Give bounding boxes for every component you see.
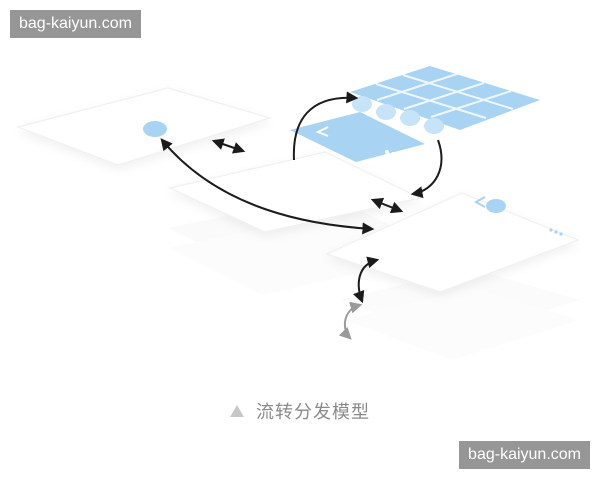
arrow-grey-loop xyxy=(338,301,363,340)
arrow-long-curve xyxy=(160,138,375,235)
caption-text: 流转分发模型 xyxy=(256,402,370,423)
node-dot-left xyxy=(143,121,167,137)
node-dot-right xyxy=(486,199,506,213)
toolbar-card xyxy=(290,112,425,162)
watermark-top: bag-kaiyun.com xyxy=(10,10,141,38)
back-chevron-icon xyxy=(473,196,486,208)
card-right xyxy=(325,192,580,293)
caption: 流转分发模型 xyxy=(0,398,600,424)
arrow-right-down xyxy=(353,256,380,304)
arrow-grid-to-center xyxy=(410,139,443,199)
grid-panel xyxy=(350,66,540,134)
arrow-toolbar-to-grid xyxy=(292,91,359,161)
watermark-bottom: bag-kaiyun.com xyxy=(459,441,590,469)
arrow-center-right xyxy=(370,197,404,214)
more-icon xyxy=(549,228,563,236)
arrow-left-center xyxy=(211,138,246,154)
triangle-icon xyxy=(230,405,244,417)
